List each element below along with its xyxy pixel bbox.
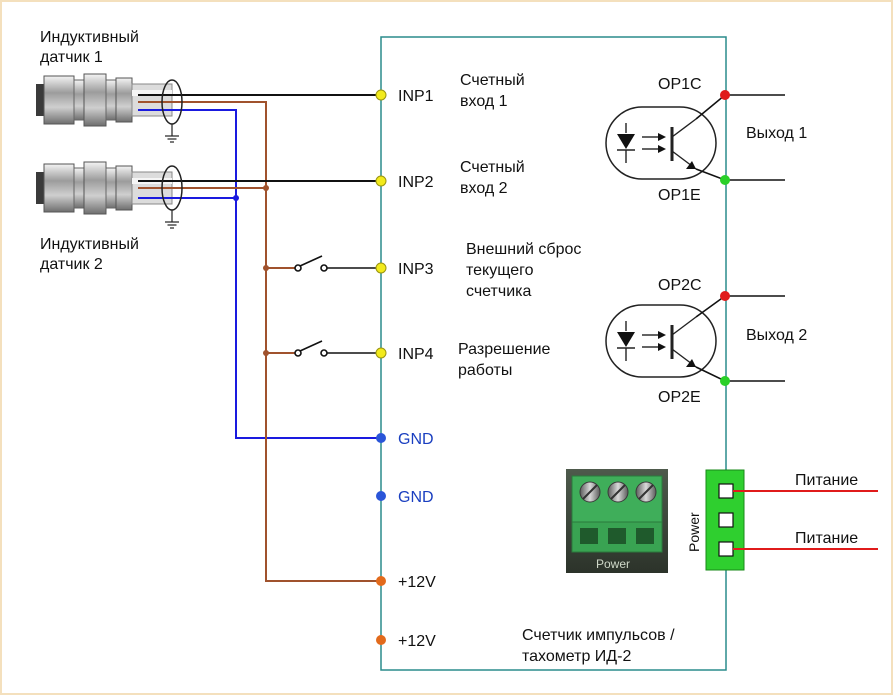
supply-label-2: Питание <box>795 530 858 547</box>
inp3-desc-line3: счетчика <box>466 283 531 300</box>
pin-label-inp2: INP2 <box>398 174 434 191</box>
supply-label-1: Питание <box>795 472 858 489</box>
enable-switch <box>294 340 381 357</box>
pin-label-gnd-1: GND <box>398 431 434 448</box>
pin-label-op1c: OP1C <box>658 76 702 93</box>
terminal-inp3 <box>375 262 387 274</box>
inp1-desc-line2: вход 1 <box>460 93 508 110</box>
terminal-gnd-2 <box>376 491 386 501</box>
terminal-inp1 <box>375 89 387 101</box>
terminal-gnd-1 <box>376 433 386 443</box>
power-connector-photo: Power <box>566 469 668 573</box>
terminal-op2e <box>720 376 730 386</box>
brown-wires <box>138 101 381 582</box>
optocoupler-2 <box>604 303 718 379</box>
pin-label-op2c: OP2C <box>658 277 702 294</box>
power-pin-3 <box>718 541 734 557</box>
brown-junction-2 <box>263 265 269 271</box>
power-connector-label: Power <box>686 512 702 552</box>
sensor1-label-line2: датчик 1 <box>40 49 103 66</box>
brown-junction-1 <box>263 185 269 191</box>
terminal-op1c <box>720 90 730 100</box>
pin-label-op2e: OP2E <box>658 389 701 406</box>
sensor2-label-line1: Индуктивный <box>40 236 139 253</box>
inp4-desc-line1: Разрешение <box>458 341 551 358</box>
terminal-inp2 <box>375 175 387 187</box>
photo-power-label: Power <box>596 557 630 571</box>
blue-junction <box>233 195 239 201</box>
power-pin-1 <box>718 483 734 499</box>
inp2-desc-line2: вход 2 <box>460 180 508 197</box>
device-label-line1: Счетчик импульсов / <box>522 627 675 644</box>
inp3-desc-line2: текущего <box>466 262 534 279</box>
optocoupler-1 <box>604 105 718 181</box>
terminal-inp4 <box>375 347 387 359</box>
pin-label-gnd-2: GND <box>398 489 434 506</box>
reset-switch <box>294 255 381 272</box>
inp2-desc-line1: Счетный <box>460 159 525 176</box>
inp4-desc-line2: работы <box>458 362 512 379</box>
brown-junction-3 <box>263 350 269 356</box>
signal-wires <box>138 94 381 182</box>
pin-label-inp3: INP3 <box>398 261 434 278</box>
terminal-op2c <box>720 291 730 301</box>
device-label-line2: тахометр ИД-2 <box>522 648 631 665</box>
blue-wires <box>138 109 381 439</box>
inp3-desc-line1: Внешний сброс <box>466 241 581 258</box>
power-pin-2 <box>718 512 734 528</box>
sensor2-label-line2: датчик 2 <box>40 256 103 273</box>
terminal-12v-2 <box>376 635 386 645</box>
output2-label: Выход 2 <box>746 327 807 344</box>
output1-label: Выход 1 <box>746 125 807 142</box>
pin-label-op1e: OP1E <box>658 187 701 204</box>
sensor1-label-line1: Индуктивный <box>40 29 139 46</box>
inp1-desc-line1: Счетный <box>460 72 525 89</box>
pin-label-12v-1: +12V <box>398 574 436 591</box>
terminal-12v-1 <box>376 576 386 586</box>
terminal-op1e <box>720 175 730 185</box>
pin-label-12v-2: +12V <box>398 633 436 650</box>
pin-label-inp1: INP1 <box>398 88 434 105</box>
pin-label-inp4: INP4 <box>398 346 434 363</box>
